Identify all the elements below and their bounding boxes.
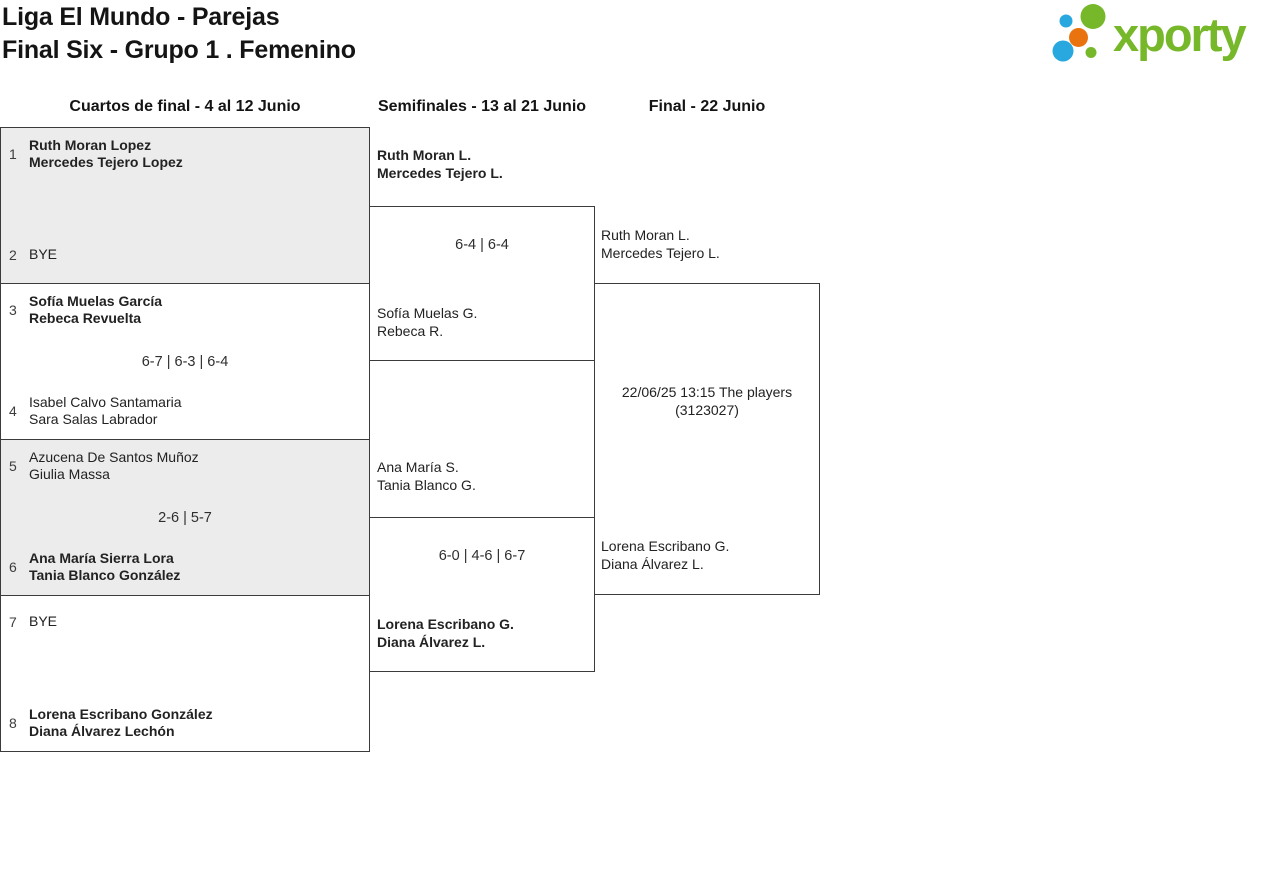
participant-row: 2 BYE [1, 235, 369, 275]
player-name: Rebeca Revuelta [29, 310, 142, 326]
player-name: Giulia Massa [29, 466, 110, 482]
logo-dot-big-green [1080, 4, 1106, 29]
participant-row: Sofía Muelas G. Rebeca R. [370, 284, 594, 361]
player-name: Mercedes Tejero L. [377, 165, 503, 181]
player-name: Lorena Escribano G. [601, 538, 730, 554]
seed-number: 5 [9, 458, 17, 474]
final-top-participant: Ruth Moran L. Mercedes Tejero L. [601, 226, 720, 262]
player-name: Rebeca R. [377, 322, 444, 339]
seed-number: 8 [9, 715, 17, 731]
seed-number: 2 [9, 247, 17, 263]
player-name: BYE [29, 246, 58, 263]
match-score: 6-4 | 6-4 [455, 237, 509, 254]
round-header-quarterfinals: Cuartos de final - 4 al 12 Junio [69, 98, 301, 115]
title-line-1: Liga El Mundo - Parejas [2, 3, 280, 31]
player-name: Diana Álvarez L. [601, 556, 704, 572]
player-name: Ruth Moran Lopez [29, 136, 152, 153]
pair-names: Azucena De Santos Muñoz Giulia Massa [29, 449, 199, 484]
pair-names: BYE [29, 613, 57, 631]
pair-names: Sofía Muelas García Rebeca Revuelta [29, 293, 162, 328]
final-match-info: 22/06/25 13:15 The players (3123027) [621, 384, 793, 418]
player-name: Lorena Escribano González [29, 705, 213, 722]
player-name: Tania Blanco González [29, 567, 181, 583]
player-name: Sofía Muelas García [29, 292, 163, 309]
player-name: Sofía Muelas G. [377, 304, 478, 321]
pair-names: Isabel Calvo Santamaria Sara Salas Labra… [29, 394, 182, 429]
xporty-logo[interactable]: xporty [1046, 1, 1274, 65]
xporty-dots-icon [1052, 4, 1106, 62]
player-name: Ana María S. [377, 459, 459, 475]
player-name: Tania Blanco G. [377, 477, 476, 493]
semifinal-2-top-participant: Ana María S. Tania Blanco G. [377, 458, 476, 494]
participant-row: 3 Sofía Muelas García Rebeca Revuelta [1, 290, 369, 330]
quarterfinal-match-2[interactable]: 3 Sofía Muelas García Rebeca Revuelta 6-… [0, 283, 370, 440]
player-name: Diana Álvarez Lechón [29, 723, 175, 739]
player-name: Isabel Calvo Santamaria [29, 393, 182, 410]
final-match[interactable]: 22/06/25 13:15 The players (3123027) [594, 283, 820, 595]
participant-row: 6 Ana María Sierra Lora Tania Blanco Gon… [1, 547, 369, 587]
seed-number: 3 [9, 302, 17, 318]
participant-row: 1 Ruth Moran Lopez Mercedes Tejero Lopez [1, 134, 369, 174]
logo-dot-small-blue [1059, 14, 1073, 28]
participant-row: Lorena Escribano G. Diana Álvarez L. [370, 595, 594, 672]
match-score: 6-0 | 4-6 | 6-7 [438, 548, 526, 565]
pair-names: Ana María Sierra Lora Tania Blanco Gonzá… [29, 550, 180, 585]
round-header-final: Final - 22 Junio [648, 98, 766, 115]
player-name: Ana María Sierra Lora [29, 549, 174, 566]
logo-dot-small-green [1085, 47, 1097, 58]
participant-row: 4 Isabel Calvo Santamaria Sara Salas Lab… [1, 391, 369, 431]
pair-names: Lorena Escribano G. Diana Álvarez L. [377, 615, 514, 651]
seed-number: 1 [9, 146, 17, 162]
player-name: Mercedes Tejero Lopez [29, 154, 183, 170]
seed-number: 4 [9, 403, 17, 419]
round-header-semifinals: Semifinales - 13 al 21 Junio [377, 98, 587, 115]
page-title: Liga El Mundo - Parejas Final Six - Grup… [2, 1, 356, 67]
player-name: Sara Salas Labrador [29, 411, 158, 427]
player-name: BYE [29, 613, 58, 630]
pair-names: Ruth Moran Lopez Mercedes Tejero Lopez [29, 137, 183, 172]
quarterfinal-match-1[interactable]: 1 Ruth Moran Lopez Mercedes Tejero Lopez… [0, 127, 370, 284]
pair-names: Lorena Escribano González Diana Álvarez … [29, 706, 213, 741]
title-line-2: Final Six - Grupo 1 . Femenino [2, 36, 356, 64]
quarterfinal-match-3[interactable]: 5 Azucena De Santos Muñoz Giulia Massa 2… [0, 439, 370, 596]
player-name: Azucena De Santos Muñoz [29, 448, 199, 465]
participant-row: 5 Azucena De Santos Muñoz Giulia Massa [1, 446, 369, 486]
semifinal-match-2[interactable]: 6-0 | 4-6 | 6-7 Lorena Escribano G. Dian… [369, 517, 595, 672]
logo-dot-orange [1069, 28, 1088, 47]
quarterfinal-match-4[interactable]: 7 BYE 8 Lorena Escribano González Diana … [0, 595, 370, 752]
seed-number: 6 [9, 559, 17, 575]
player-name: Lorena Escribano G. [377, 615, 514, 632]
final-bottom-participant: Lorena Escribano G. Diana Álvarez L. [601, 537, 729, 573]
participant-row: 7 BYE [1, 602, 369, 642]
participant-row: 8 Lorena Escribano González Diana Álvare… [1, 703, 369, 743]
logo-dot-big-blue [1052, 40, 1074, 62]
player-name: Ruth Moran L. [377, 147, 472, 163]
pair-names: Sofía Muelas G. Rebeca R. [377, 304, 477, 340]
pair-names: BYE [29, 246, 57, 264]
player-name: Ruth Moran L. [601, 227, 690, 243]
xporty-logo-text: xporty [1113, 8, 1247, 61]
player-name: Diana Álvarez L. [377, 633, 486, 650]
semifinal-match-1[interactable]: 6-4 | 6-4 Sofía Muelas G. Rebeca R. [369, 206, 595, 361]
seed-number: 7 [9, 614, 17, 630]
player-name: Mercedes Tejero L. [601, 245, 720, 261]
semifinal-1-top-participant: Ruth Moran L. Mercedes Tejero L. [377, 146, 503, 182]
